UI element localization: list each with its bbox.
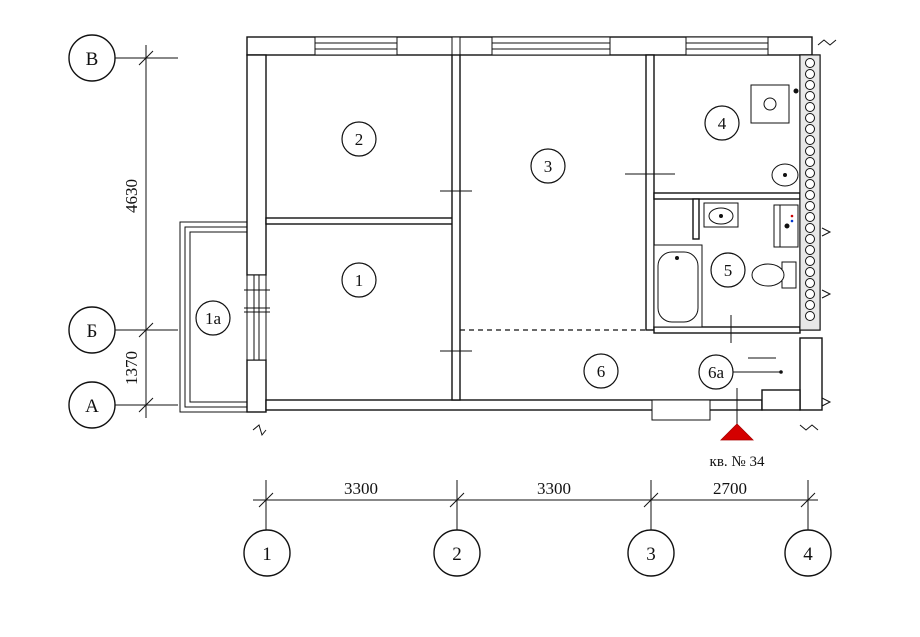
- dimension-text-2700: 2700: [713, 479, 747, 498]
- door-ticks: [440, 173, 776, 359]
- kitchen-sink: [771, 163, 799, 187]
- room-4: 4: [704, 105, 740, 141]
- room-5: 5: [710, 252, 746, 288]
- axis-label-1: 1: [262, 544, 272, 565]
- dimension-text-1370: 1370: [122, 351, 141, 385]
- vent-circle: [805, 146, 815, 156]
- room-label-6a: 6а: [708, 363, 725, 382]
- vent-circle: [805, 135, 815, 145]
- horizontal-dimension-line: [253, 480, 818, 530]
- vent-circle: [805, 223, 815, 233]
- vent-circle: [805, 80, 815, 90]
- axis-label-a: А: [85, 396, 99, 417]
- room-6a: 6а: [698, 354, 734, 390]
- axis-bubble-b: Б: [68, 306, 116, 354]
- stove: [750, 84, 799, 124]
- axis-label-b: Б: [87, 321, 98, 342]
- axis-label-v: В: [86, 49, 99, 70]
- axis-bubble-2: 2: [433, 529, 481, 577]
- bathtub: [653, 244, 703, 328]
- vent-circle: [805, 256, 815, 266]
- balcony-door: [244, 274, 270, 361]
- vent-circle: [805, 278, 815, 288]
- vent-circle: [805, 69, 815, 79]
- room-label-2: 2: [355, 130, 364, 149]
- vent-circle: [805, 234, 815, 244]
- toilet: [751, 261, 797, 289]
- room-1: 1: [341, 262, 377, 298]
- vertical-dimension-line: [138, 45, 154, 418]
- vent-circle: [805, 267, 815, 277]
- vent-circle: [805, 190, 815, 200]
- axis-bubble-v: В: [68, 34, 116, 82]
- top-windows: [314, 36, 769, 56]
- vent-circle: [805, 179, 815, 189]
- axis-bubble-3: 3: [627, 529, 675, 577]
- water-heater: [773, 204, 799, 248]
- vent-circle: [805, 102, 815, 112]
- axis-bubble-a: А: [68, 381, 116, 429]
- vent-circle: [805, 311, 815, 321]
- axis-bubble-1: 1: [243, 529, 291, 577]
- axis-bubble-4: 4: [784, 529, 832, 577]
- room-label-5: 5: [724, 261, 733, 280]
- room-label-1: 1: [355, 271, 364, 290]
- vent-circle: [805, 300, 815, 310]
- entrance-marker-icon: [720, 423, 754, 441]
- vent-circle: [805, 201, 815, 211]
- dimension-text-3300-b: 3300: [537, 479, 571, 498]
- vent-circle: [805, 113, 815, 123]
- vent-circle: [805, 289, 815, 299]
- room-label-1a: 1а: [205, 309, 222, 328]
- room-label-3: 3: [544, 157, 553, 176]
- vent-circle: [805, 168, 815, 178]
- room-6: 6: [583, 353, 619, 389]
- room-1a: 1а: [195, 300, 231, 336]
- break-lines: [252, 39, 837, 437]
- washbasin-bath: [703, 202, 739, 228]
- hall-outlet: [732, 370, 783, 374]
- bottom-window: [651, 399, 711, 421]
- axis-label-4: 4: [803, 544, 813, 565]
- vent-circle: [805, 91, 815, 101]
- room-3: 3: [530, 148, 566, 184]
- dimension-text-4630: 4630: [122, 179, 141, 213]
- dimension-text-3300-a: 3300: [344, 479, 378, 498]
- room-2: 2: [341, 121, 377, 157]
- room-label-4: 4: [718, 114, 727, 133]
- vent-circle: [805, 245, 815, 255]
- vent-circle: [805, 58, 815, 68]
- room-label-6: 6: [597, 362, 606, 381]
- axis-label-2: 2: [452, 544, 462, 565]
- vent-circle: [805, 124, 815, 134]
- vent-circle: [805, 212, 815, 222]
- vent-circles: [805, 58, 815, 321]
- axis-label-3: 3: [646, 544, 656, 565]
- apartment-label: кв. № 34: [710, 454, 765, 470]
- vent-circle: [805, 157, 815, 167]
- balcony: [179, 221, 248, 413]
